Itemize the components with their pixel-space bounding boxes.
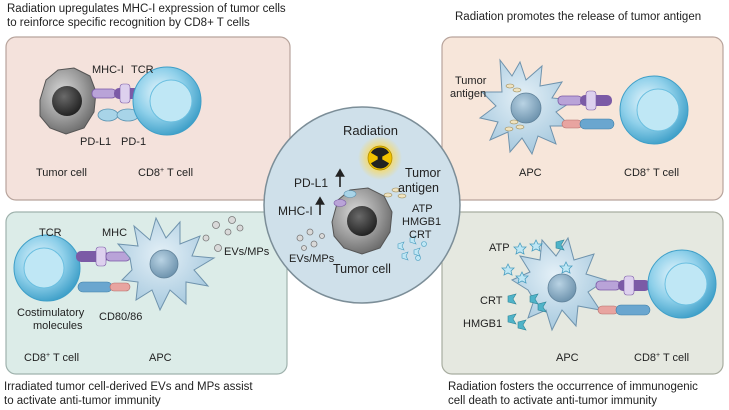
costim-receptor (615, 304, 651, 316)
bottom-right-illustration (501, 236, 717, 332)
up-arrow-icon (315, 168, 345, 215)
caption-top-right: Radiation promotes the release of tumor … (455, 11, 702, 23)
label-tumor: Tumor (455, 75, 487, 87)
tcr-joint (119, 83, 131, 104)
label-tumor: Tumor (405, 166, 441, 180)
crt-hmgb1-fragments (507, 239, 565, 331)
label-crt: CRT (480, 295, 503, 307)
cd8-sup: + (656, 352, 660, 359)
evs-mps-particles (202, 216, 244, 252)
costim-receptor (579, 118, 615, 130)
label-cd8-t-cell: CD8+ T cell (138, 167, 193, 179)
cd8-prefix: CD8 (634, 352, 656, 364)
antigen-particles (383, 187, 407, 199)
caption-bottom-right-line2: cell death to activate anti-tumor immuni… (448, 395, 658, 407)
t-cell-nucleus (23, 247, 65, 289)
top-right-illustration (478, 58, 689, 156)
cd8-suffix: T cell (660, 352, 689, 364)
costim-ligand (561, 119, 583, 129)
tcr-joint (95, 246, 107, 267)
t-cell-nucleus (149, 79, 193, 123)
tcr-joint (623, 275, 635, 296)
label-antigen: antigen (398, 181, 439, 195)
label-mhc: MHC (102, 227, 127, 239)
costim-ligand (109, 282, 131, 292)
label-cd8-t-cell: CD8+ T cell (24, 352, 79, 364)
mhc-molecule (91, 88, 117, 99)
label-tumor-cell: Tumor cell (36, 167, 87, 179)
antigen-particles (504, 83, 525, 132)
label-radiation: Radiation (343, 123, 398, 138)
tcr-joint (585, 90, 597, 111)
label-tcr: TCR (131, 64, 154, 76)
cd8-prefix: CD8 (138, 167, 160, 179)
caption-top-left-line1: Radiation upregulates MHC-I expression o… (7, 3, 286, 15)
t-cell-nucleus (664, 262, 708, 306)
cd8-suffix: T cell (50, 352, 79, 364)
apc-nucleus (510, 92, 542, 124)
top-left-illustration (39, 66, 202, 136)
caption-bottom-right-line1: Radiation fosters the occurrence of immu… (448, 381, 698, 393)
label-atp: ATP (412, 203, 433, 215)
caption-bottom-left-line1: Irradiated tumor cell-derived EVs and MP… (4, 381, 253, 393)
label-costimulatory: Costimulatory (17, 307, 85, 319)
cd8-sup: + (160, 167, 164, 174)
costim-receptor (77, 281, 113, 293)
cd8-suffix: T cell (164, 167, 193, 179)
label-molecules: molecules (33, 320, 83, 332)
label-cd8-t-cell: CD8+ T cell (624, 167, 679, 179)
damp-particles (397, 235, 427, 261)
pdl1-molecule (97, 108, 119, 122)
cd8-sup: + (46, 352, 50, 359)
caption-bottom-left-line2: to activate anti-tumor immunity (4, 395, 161, 407)
apc-nucleus (149, 249, 179, 279)
label-pd-l1: PD-L1 (80, 136, 111, 148)
pdl1-molecule (343, 190, 357, 198)
caption-top-left: Radiation upregulates MHC-I expression o… (7, 2, 286, 30)
label-crt: CRT (409, 229, 432, 241)
bottom-left-illustration (13, 216, 244, 312)
label-antigen: antigen (450, 88, 486, 100)
cd8-prefix: CD8 (24, 352, 46, 364)
costim-ligand (597, 305, 619, 315)
label-cd80-86: CD80/86 (99, 311, 142, 323)
label-apc: APC (519, 167, 542, 179)
caption-bottom-right: Radiation fosters the occurrence of immu… (448, 380, 698, 408)
cd8-prefix: CD8 (624, 167, 646, 179)
label-tumor-cell: Tumor cell (333, 262, 391, 276)
atp-stars (501, 239, 573, 284)
tumor-nucleus (347, 206, 377, 236)
cd8-sup: + (646, 167, 650, 174)
label-pd-1: PD-1 (121, 136, 146, 148)
evs-mps-particles (296, 228, 325, 251)
label-evs-mps: EVs/MPs (224, 246, 270, 258)
radiation-hazard-icon (367, 145, 393, 171)
label-evs-mps: EVs/MPs (289, 253, 335, 265)
center-illustration (296, 136, 427, 261)
label-apc: APC (149, 352, 172, 364)
label-hmgb1: HMGB1 (463, 318, 502, 330)
label-tcr: TCR (39, 227, 62, 239)
mhc-molecule (557, 95, 583, 106)
label-mhc-i: MHC-I (278, 204, 313, 218)
tumor-nucleus (52, 86, 82, 116)
label-hmgb1: HMGB1 (402, 216, 441, 228)
caption-bottom-left: Irradiated tumor cell-derived EVs and MP… (4, 380, 253, 408)
label-cd8-t-cell: CD8+ T cell (634, 352, 689, 364)
label-apc: APC (556, 352, 579, 364)
label-mhc-i: MHC-I (92, 64, 124, 76)
apc-nucleus (547, 273, 577, 303)
cd8-suffix: T cell (650, 167, 679, 179)
mhc-molecule (333, 199, 347, 207)
mhc-molecule (595, 280, 621, 291)
label-pd-l1: PD-L1 (294, 176, 328, 190)
label-atp: ATP (489, 242, 510, 254)
caption-top-left-line2: to reinforce specific recognition by CD8… (7, 17, 250, 29)
t-cell-nucleus (636, 88, 680, 132)
